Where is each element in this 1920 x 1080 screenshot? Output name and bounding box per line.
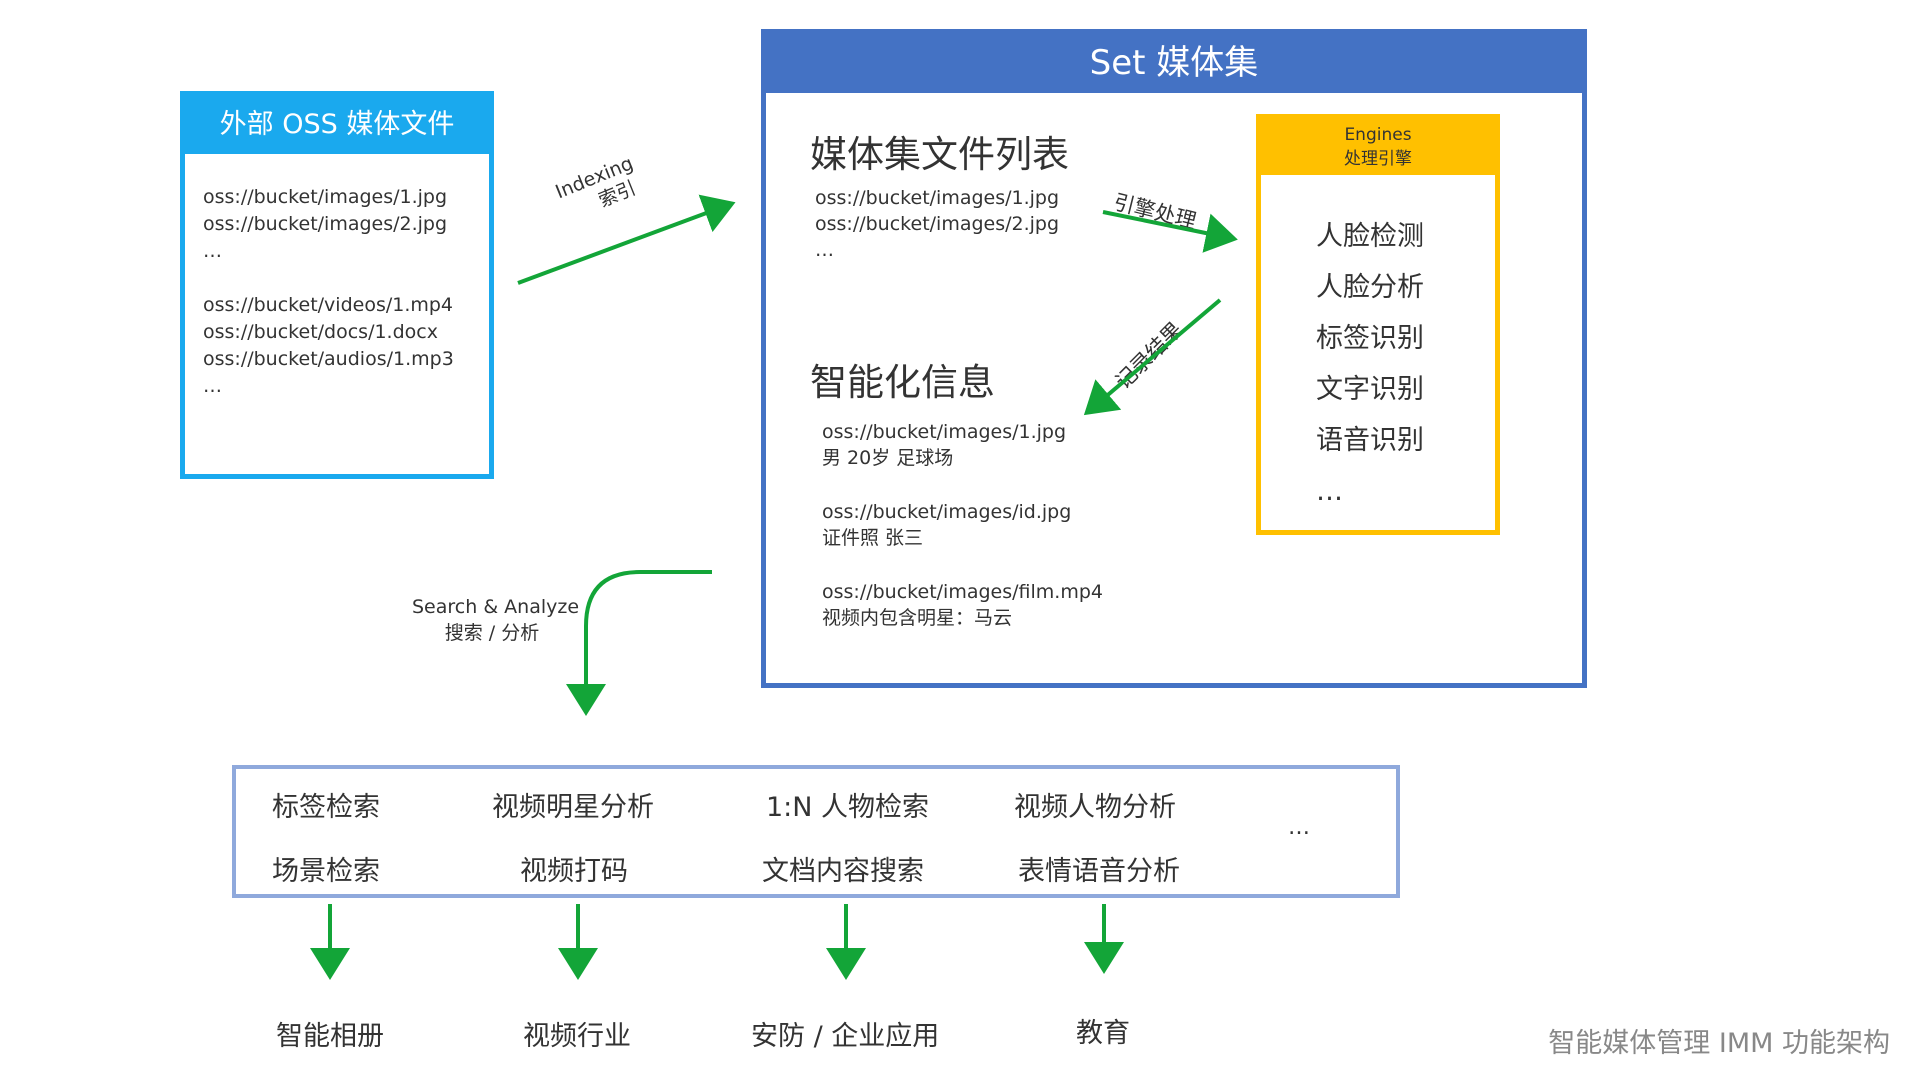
smart-info-path: oss://bucket/images/film.mp4	[822, 581, 1103, 603]
set-box-title: Set 媒体集	[766, 34, 1582, 93]
industry-item: 教育	[1076, 1018, 1130, 1049]
smart-info-item: oss://bucket/images/id.jpg 证件照 张三	[822, 499, 1103, 551]
apps-more: …	[1288, 815, 1310, 840]
engines-title-zh: 处理引擎	[1344, 149, 1412, 169]
diagram-caption: 智能媒体管理 IMM 功能架构	[1548, 1028, 1890, 1059]
set-file: oss://bucket/images/1.jpg	[815, 187, 1060, 209]
engine-item: 标签识别	[1316, 323, 1424, 354]
smart-info-item: oss://bucket/images/1.jpg 男 20岁 足球场	[822, 419, 1103, 471]
oss-file: oss://bucket/images/2.jpg	[203, 213, 448, 235]
set-file: oss://bucket/images/2.jpg	[815, 213, 1060, 235]
record-result-arrow	[1083, 298, 1222, 416]
oss-file: …	[203, 240, 222, 262]
engines-box: Engines 处理引擎 人脸检测 人脸分析 标签识别 文字识别 语音识别 …	[1256, 114, 1500, 535]
smart-info-desc: 证件照 张三	[822, 527, 924, 549]
smart-info-desc: 男 20岁 足球场	[822, 447, 954, 469]
app-item: 视频明星分析	[492, 792, 654, 823]
smart-info-path: oss://bucket/images/1.jpg	[822, 421, 1067, 443]
app-item: 视频打码	[520, 856, 628, 887]
oss-file: oss://bucket/videos/1.mp4	[203, 294, 454, 316]
search-analyze-label: Search & Analyze 搜索 / 分析	[412, 594, 580, 646]
applications-box	[232, 765, 1400, 898]
set-file: …	[815, 239, 834, 261]
search-analyze-en: Search & Analyze	[412, 596, 580, 618]
engine-item: …	[1316, 476, 1343, 507]
engines-title-en: Engines	[1344, 125, 1412, 145]
industry-item: 安防 / 企业应用	[751, 1021, 940, 1052]
search-analyze-zh: 搜索 / 分析	[444, 622, 540, 644]
app-item: 场景检索	[272, 856, 380, 887]
engines-list: 人脸检测 人脸分析 标签识别 文字识别 语音识别 …	[1261, 175, 1495, 517]
engines-box-title: Engines 处理引擎	[1261, 119, 1495, 175]
smart-info-path: oss://bucket/images/id.jpg	[822, 501, 1072, 523]
engine-item: 文字识别	[1316, 374, 1424, 405]
indexing-arrow	[517, 194, 736, 285]
industry-item: 视频行业	[523, 1021, 631, 1052]
oss-file-list: oss://bucket/images/1.jpg oss://bucket/i…	[185, 154, 489, 400]
oss-box-title: 外部 OSS 媒体文件	[185, 96, 489, 154]
smart-info-item: oss://bucket/images/film.mp4 视频内包含明星：马云	[822, 579, 1103, 631]
search-analyze-arrow	[566, 570, 712, 716]
engine-process-arrow	[1102, 210, 1238, 253]
engine-item: 人脸检测	[1316, 221, 1424, 252]
set-file-list: oss://bucket/images/1.jpg oss://bucket/i…	[815, 185, 1059, 263]
app-item: 标签检索	[272, 792, 380, 823]
app-item: 文档内容搜索	[762, 856, 924, 887]
oss-file: oss://bucket/docs/1.docx	[203, 321, 438, 343]
oss-media-box: 外部 OSS 媒体文件 oss://bucket/images/1.jpg os…	[180, 91, 494, 479]
engine-item: 语音识别	[1316, 425, 1424, 456]
app-item: 表情语音分析	[1018, 856, 1180, 887]
app-item: 1:N 人物检索	[766, 792, 930, 823]
smart-info-title: 智能化信息	[810, 361, 995, 404]
smart-info-list: oss://bucket/images/1.jpg 男 20岁 足球场 oss:…	[822, 419, 1103, 659]
engine-item: 人脸分析	[1316, 272, 1424, 303]
app-item: 视频人物分析	[1014, 792, 1176, 823]
smart-info-desc: 视频内包含明星：马云	[822, 607, 1013, 629]
set-file-list-title: 媒体集文件列表	[810, 133, 1069, 176]
oss-file: oss://bucket/audios/1.mp3	[203, 348, 454, 370]
oss-file: …	[203, 375, 222, 397]
industry-item: 智能相册	[276, 1021, 384, 1052]
oss-file: oss://bucket/images/1.jpg	[203, 186, 448, 208]
